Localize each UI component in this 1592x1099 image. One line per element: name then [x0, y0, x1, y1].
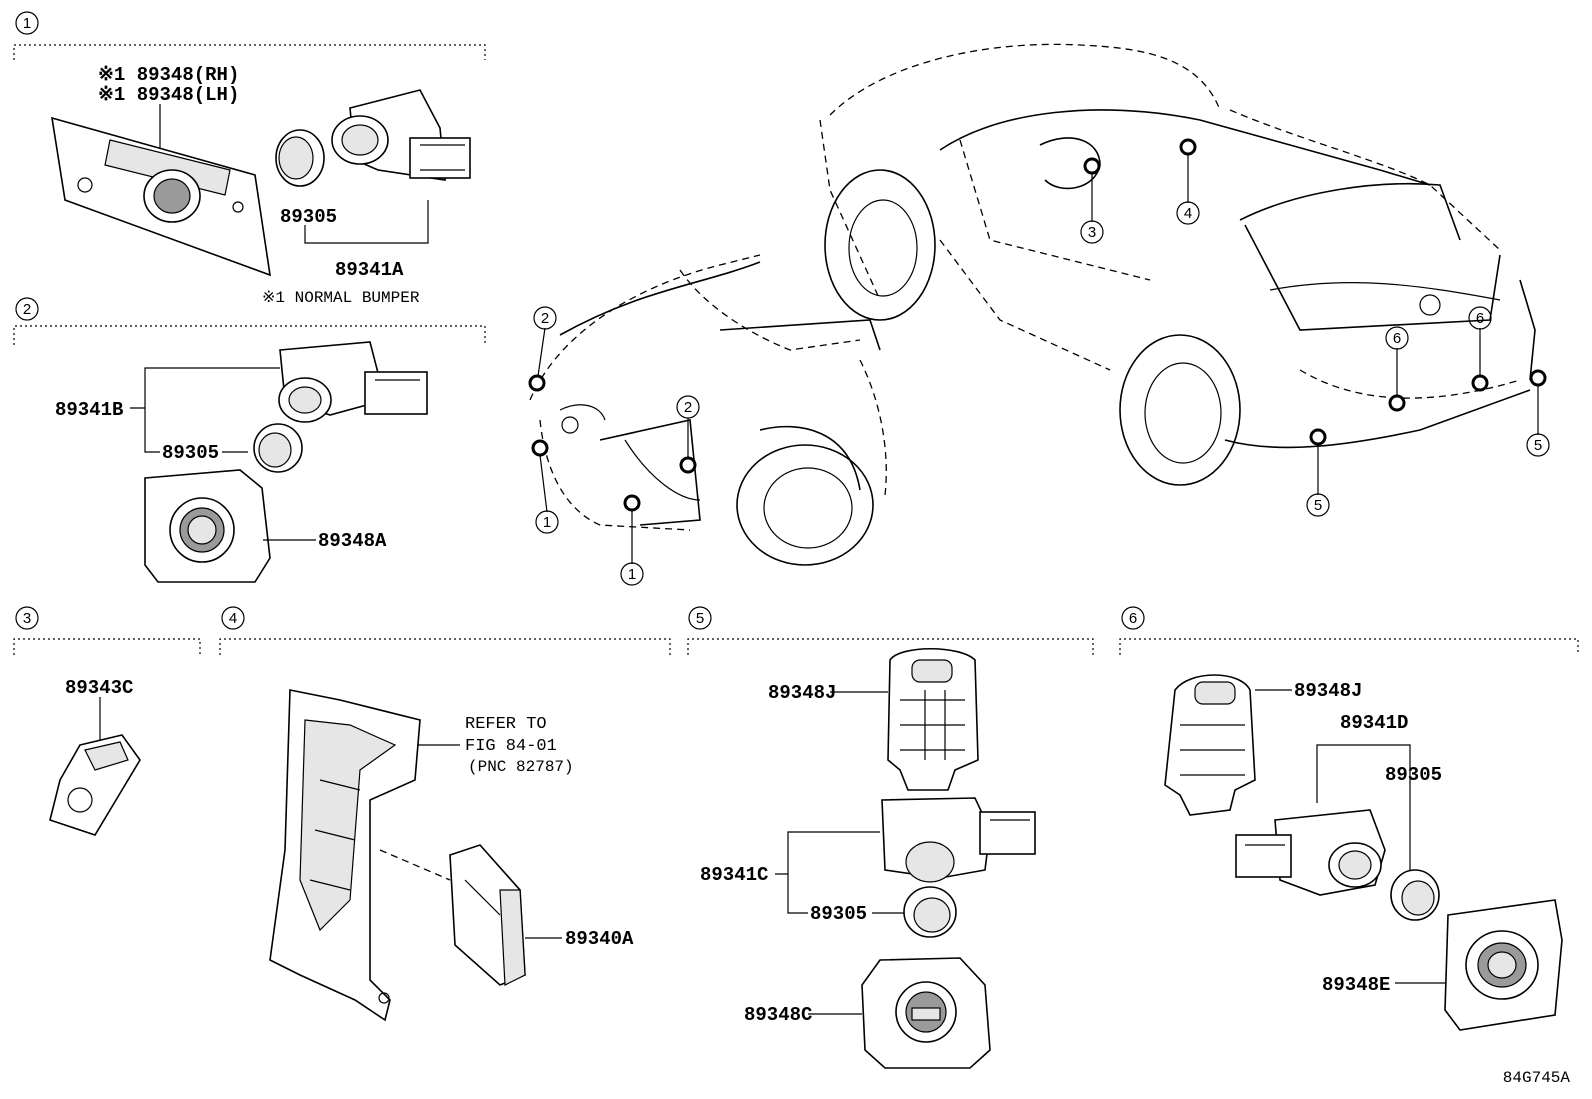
front-vehicle-view: 2 1 1 2 — [528, 254, 887, 586]
label-89305-s6: 89305 — [1385, 764, 1442, 786]
section-2: 2 89341B 89305 89348A — [13, 297, 486, 583]
label-89348a: 89348A — [318, 530, 387, 552]
callout-2-front-left: 2 — [541, 310, 549, 327]
sensor-ring-89305 — [275, 129, 325, 187]
label-89341c: 89341C — [700, 864, 768, 886]
figure-code: 84G745A — [1503, 1069, 1571, 1087]
callout-1-front-center: 1 — [628, 566, 636, 583]
sensor-marker-5a — [1309, 428, 1327, 446]
sensor-ring-89305-s5 — [903, 886, 957, 938]
sensor-89343c — [49, 734, 141, 836]
footnote-normal-bumper: ※1 NORMAL BUMPER — [262, 289, 420, 307]
section-4-number: 4 — [229, 610, 237, 627]
label-89348j-s5: 89348J — [768, 682, 836, 704]
label-89348c: 89348C — [744, 1004, 812, 1026]
sensor-marker-6b — [1471, 374, 1489, 392]
callout-3: 3 — [1088, 224, 1096, 241]
section-6: 6 89348J 89341D 89305 — [1119, 606, 1579, 1031]
sensor-ring-89305-s2 — [253, 423, 303, 473]
holder-89348j-s6 — [1164, 674, 1256, 816]
sensor-marker-2a — [528, 374, 546, 392]
section-5-number: 5 — [696, 610, 704, 627]
sensor-89341b — [278, 341, 428, 423]
section-5: 5 89348J 89341C 89305 — [687, 606, 1094, 1069]
label-89343c: 89343C — [65, 677, 133, 699]
bezel-89348a — [144, 469, 271, 583]
callout-5-left: 5 — [1314, 497, 1322, 514]
sensor-marker-2b — [679, 456, 697, 474]
label-89348-lh: ※1 89348(LH) — [98, 84, 239, 106]
label-89305-s1: 89305 — [280, 206, 337, 228]
section-1: 1 ※1 89348(RH) ※1 89348(LH) 89305 — [13, 11, 486, 307]
rear-vehicle-view: 3 4 6 6 5 5 — [819, 43, 1550, 517]
label-89348j-s6: 89348J — [1294, 680, 1362, 702]
sensor-marker-6a — [1388, 394, 1406, 412]
sensor-89341a — [331, 89, 471, 181]
label-89348e: 89348E — [1322, 974, 1390, 996]
sensor-marker-1a — [531, 439, 549, 457]
callout-6-right: 6 — [1476, 310, 1484, 327]
sensor-marker-5b — [1529, 369, 1547, 387]
label-89341b: 89341B — [55, 399, 123, 421]
sensor-marker-1b — [623, 494, 641, 512]
callout-5-right: 5 — [1534, 437, 1542, 454]
label-89340a: 89340A — [565, 928, 634, 950]
bracket-plate-89348 — [51, 116, 271, 277]
section-6-number: 6 — [1129, 610, 1137, 627]
ecu-89340a — [449, 844, 526, 986]
callout-6-left: 6 — [1393, 330, 1401, 347]
sensor-89341c — [881, 797, 1036, 883]
sensor-marker-4 — [1179, 138, 1197, 156]
holder-89348j-s5 — [887, 647, 979, 791]
refer-to-line-3: (PNC 82787) — [468, 758, 574, 776]
refer-to-line-1: REFER TO — [465, 715, 547, 734]
bracket-reinforcement — [269, 689, 421, 1022]
sensor-ring-89305-s6 — [1390, 869, 1440, 921]
label-89341a: 89341A — [335, 259, 404, 281]
callout-2-front-center: 2 — [684, 399, 692, 416]
bezel-89348c — [861, 957, 991, 1069]
section-3: 3 89343C — [13, 606, 201, 836]
sensor-marker-3 — [1083, 157, 1101, 175]
label-89341d: 89341D — [1340, 712, 1408, 734]
section-4: 4 REFER TO FIG 84-01 (PNC 82787) 89340A — [219, 606, 671, 1022]
refer-to-line-2: FIG 84-01 — [465, 737, 557, 756]
section-1-number: 1 — [23, 15, 31, 32]
label-89305-s5: 89305 — [810, 903, 867, 925]
bezel-89348e — [1444, 899, 1563, 1031]
sensor-89341d — [1235, 809, 1386, 896]
label-89348-rh: ※1 89348(RH) — [98, 64, 239, 86]
section-3-number: 3 — [23, 610, 31, 627]
callout-1-front-left: 1 — [543, 514, 551, 531]
label-89305-s2: 89305 — [162, 442, 219, 464]
callout-4: 4 — [1184, 205, 1192, 222]
section-2-number: 2 — [23, 301, 31, 318]
